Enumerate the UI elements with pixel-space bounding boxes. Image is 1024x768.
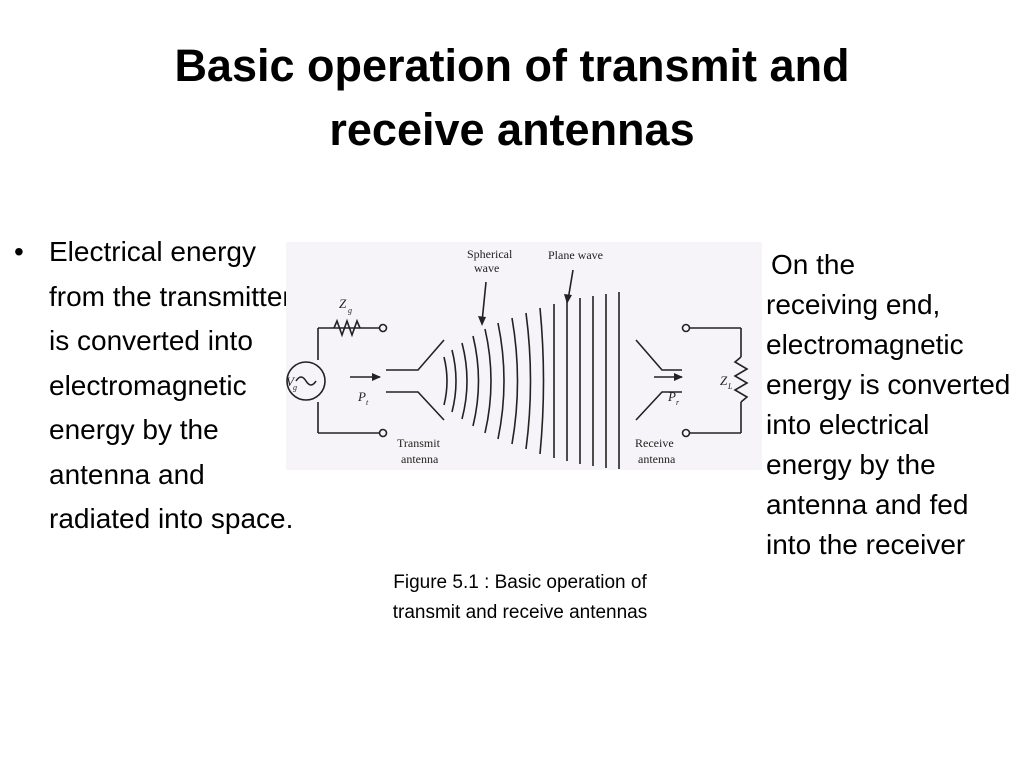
spherical-wavefront [511,317,519,445]
right-text-body: receiving end, electromagnetic energy is… [766,289,1011,560]
zg-subscript: g [348,306,352,315]
bullet-icon: • [14,236,24,267]
spherical-wavefront [472,335,480,427]
zg-label: Z [339,296,347,311]
plane-arrowhead-icon [564,294,572,304]
plane-wave-label: Plane wave [548,248,603,262]
spherical-label-1: Spherical [467,247,513,261]
sine-icon [295,376,317,386]
slide-title: Basic operation of transmit and receive … [60,34,964,162]
antenna-diagram-svg: Spherical wave Plane wave Transmit anten… [286,247,749,469]
caption-line-1: Figure 5.1 : Basic operation of [393,572,647,593]
transmit-label-2: antenna [401,452,439,466]
receive-label-2: antenna [638,452,676,466]
receive-label-1: Receive [635,436,674,450]
vg-subscript: g [293,383,297,392]
pr-label: P [667,389,676,404]
title-line-2: receive antennas [329,104,695,155]
rx-terminal-top [681,323,691,333]
spherical-wavefront [461,342,468,420]
right-text-first-line: On the [771,249,856,280]
vg-source-icon [286,361,326,401]
zl-subscript: L [727,382,733,391]
zg-resistor-icon [333,318,361,338]
spherical-wavefront [525,312,532,450]
spherical-wavefront [539,307,545,455]
spherical-wavefront [497,322,505,440]
transmit-label-1: Transmit [397,436,441,450]
title-line-1: Basic operation of transmit and [174,40,850,91]
tx-terminal-top [378,323,388,333]
pt-arrowhead-icon [372,373,381,381]
spherical-wavefront [443,356,448,406]
spherical-pointer [481,281,487,323]
spherical-label-2: wave [474,261,499,275]
spherical-wavefront [451,349,457,413]
left-bullet-text: Electrical energy from the transmitter i… [49,236,294,534]
figure-caption: Figure 5.1 : Basic operation of transmit… [340,568,700,628]
zl-label: Z [720,373,728,388]
pr-subscript: r [676,398,680,407]
rx-antenna-bottom [635,391,682,421]
pr-arrowhead-icon [674,373,683,381]
antenna-diagram: Spherical wave Plane wave Transmit anten… [286,242,762,470]
rx-antenna-top [635,339,682,371]
zl-resistor-icon [733,356,749,403]
tx-terminal-bottom [378,428,388,438]
spherical-wavefront [484,328,492,434]
pt-subscript: t [366,398,369,407]
tx-antenna-bottom [386,391,445,421]
rx-terminal-bottom [681,428,691,438]
right-text-block: On the receiving end, electromagnetic en… [766,245,1018,565]
caption-line-2: transmit and receive antennas [392,602,648,623]
tx-antenna-top [386,339,445,371]
left-bullet-block: • Electrical energy from the transmitter… [14,230,304,542]
spherical-arrowhead-icon [478,316,486,326]
pt-label: P [357,389,366,404]
vg-label: V [286,374,296,389]
